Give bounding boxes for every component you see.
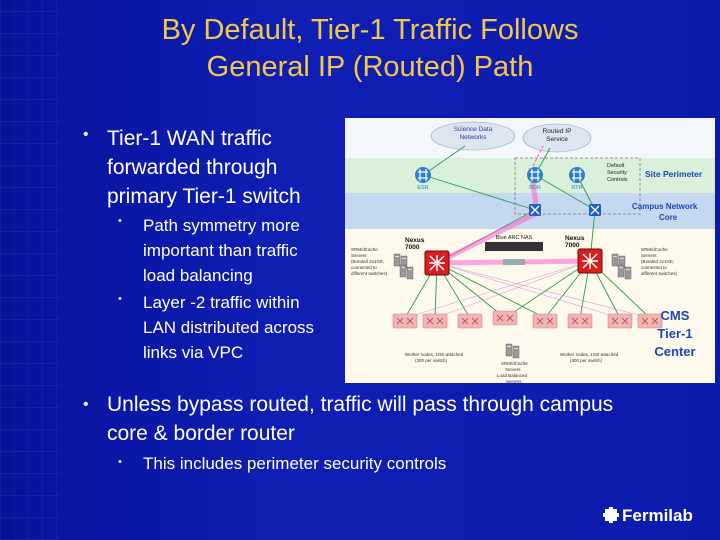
fermilab-logo-text: Fermilab bbox=[622, 506, 693, 525]
svg-text:Servers: Servers bbox=[641, 253, 657, 258]
security-box bbox=[514, 157, 641, 215]
svg-text:Networks: Networks bbox=[459, 134, 487, 141]
server-icon bbox=[505, 343, 513, 357]
sub-bullet-marker: • bbox=[118, 456, 122, 468]
server-icon bbox=[611, 253, 619, 267]
worker-switch-icon bbox=[492, 310, 518, 326]
svg-text:RTR: RTR bbox=[571, 185, 582, 191]
sub-bullet-1-line: important than traffic bbox=[143, 241, 298, 260]
bullet-marker: • bbox=[83, 126, 89, 143]
svg-text:(Bonded 2x1GE,: (Bonded 2x1GE, bbox=[351, 259, 384, 264]
background-texture bbox=[0, 0, 60, 540]
core-switch-icon bbox=[588, 203, 602, 217]
sub-bullet-1-line: load balancing bbox=[143, 266, 253, 285]
svg-text:Servers: Servers bbox=[351, 253, 367, 258]
sub-bullet-2-line: Layer -2 traffic within bbox=[143, 293, 300, 312]
title-line-1: By Default, Tier-1 Traffic Follows bbox=[161, 14, 579, 46]
link-tag-icon bbox=[503, 259, 525, 265]
svg-text:7000: 7000 bbox=[565, 242, 580, 249]
bullet-2-line: Unless bypass routed, traffic will pass … bbox=[107, 393, 614, 416]
nexus-switch-left-icon bbox=[424, 250, 450, 276]
sub-bullet-2: Layer -2 traffic within LAN distributed … bbox=[143, 290, 314, 365]
svg-text:Science Data: Science Data bbox=[454, 126, 493, 133]
svg-text:BDR: BDR bbox=[529, 185, 541, 191]
sub-bullet-2-line: links via VPC bbox=[143, 343, 244, 362]
sub-bullet-marker: • bbox=[118, 215, 122, 227]
svg-text:different switches): different switches) bbox=[641, 271, 678, 276]
sub-bullet-1-line: Path symmetry more bbox=[143, 216, 300, 235]
svg-text:(300 per switch): (300 per switch) bbox=[570, 358, 603, 363]
worker-switch-icon bbox=[607, 313, 633, 329]
svg-text:Controls: Controls bbox=[607, 177, 628, 183]
tier1-band bbox=[345, 229, 715, 383]
bullet-1-line: primary Tier-1 switch bbox=[107, 185, 301, 208]
network-diagram: Science Data Networks Routed IP Service … bbox=[345, 118, 715, 383]
worker-switch-icon bbox=[567, 313, 593, 329]
svg-text:Nexus: Nexus bbox=[565, 235, 585, 242]
svg-text:SRM/dCache: SRM/dCache bbox=[501, 361, 528, 366]
server-icon bbox=[399, 264, 407, 278]
server-icon bbox=[406, 266, 414, 280]
cms-label-line-3: Center bbox=[654, 344, 695, 359]
sub-bullet-marker: • bbox=[118, 293, 122, 305]
sub-bullet-1: Path symmetry more important than traffi… bbox=[143, 213, 300, 288]
fermilab-mark-icon bbox=[603, 507, 619, 523]
server-icon bbox=[617, 264, 625, 278]
cms-label-line-1: CMS bbox=[661, 308, 690, 323]
rtr-router-icon bbox=[568, 166, 586, 184]
svg-text:Default: Default bbox=[607, 163, 625, 169]
server-icon bbox=[512, 345, 520, 359]
svg-text:Site Perimeter: Site Perimeter bbox=[645, 169, 703, 179]
worker-switch-icon bbox=[422, 313, 448, 329]
fermilab-logo: Fermilab bbox=[602, 506, 693, 526]
sub-bullet-2-line: LAN distributed across bbox=[143, 318, 315, 337]
svg-text:connected to: connected to bbox=[351, 265, 377, 270]
bullet-2-line: core & border router bbox=[107, 422, 295, 445]
svg-text:ESR: ESR bbox=[417, 185, 428, 191]
worker-switch-icon bbox=[457, 313, 483, 329]
svg-text:SRM/dCache: SRM/dCache bbox=[351, 247, 378, 252]
svg-text:Blue ARC NAS: Blue ARC NAS bbox=[496, 235, 533, 241]
svg-text:different switches): different switches) bbox=[351, 271, 388, 276]
esr-router-icon bbox=[414, 166, 432, 184]
worker-links bbox=[404, 260, 651, 319]
slide-title: By Default, Tier-1 Traffic Follows Gener… bbox=[70, 12, 670, 86]
svg-text:Campus Network: Campus Network bbox=[632, 202, 698, 211]
title-line-2: General IP (Routed) Path bbox=[206, 51, 534, 83]
nexus-switch-right-icon bbox=[577, 248, 603, 274]
svg-text:(Bonded 2x1GE,: (Bonded 2x1GE, bbox=[641, 259, 674, 264]
svg-text:SRM/dCache: SRM/dCache bbox=[641, 247, 668, 252]
bullet-marker: • bbox=[83, 396, 89, 413]
bdr-router-icon bbox=[526, 166, 544, 184]
svg-text:Worker nodes, 1GE-attached: Worker nodes, 1GE-attached bbox=[405, 352, 464, 357]
sub-bullet-3: This includes perimeter security control… bbox=[143, 452, 446, 476]
svg-text:7000: 7000 bbox=[405, 244, 420, 251]
routed-ip-cloud: Routed IP Service bbox=[522, 123, 592, 153]
svg-text:Load Balanced: Load Balanced bbox=[497, 373, 528, 378]
bluearc-nas-icon bbox=[485, 242, 543, 251]
svg-text:Servers: Servers bbox=[505, 367, 521, 372]
core-switch-icon bbox=[528, 203, 542, 217]
bullet-2: Unless bypass routed, traffic will pass … bbox=[107, 390, 613, 448]
svg-text:Servers: Servers bbox=[506, 379, 522, 383]
svg-text:Security: Security bbox=[607, 170, 627, 176]
bullet-1: Tier-1 WAN traffic forwarded through pri… bbox=[107, 124, 301, 211]
bullet-1-line: Tier-1 WAN traffic bbox=[107, 127, 272, 150]
worker-switch-icon bbox=[392, 313, 418, 329]
svg-text:Core: Core bbox=[659, 213, 678, 222]
science-data-cloud: Science Data Networks bbox=[430, 121, 516, 151]
worker-switch-icon bbox=[532, 313, 558, 329]
bullet-1-line: forwarded through bbox=[107, 156, 278, 179]
server-icon bbox=[624, 266, 632, 280]
svg-text:connected to: connected to bbox=[641, 265, 667, 270]
svg-text:Nexus: Nexus bbox=[405, 237, 425, 244]
server-icon bbox=[393, 253, 401, 267]
svg-text:Routed IP: Routed IP bbox=[543, 128, 572, 135]
cms-label-line-2: Tier-1 bbox=[657, 326, 692, 341]
svg-text:(300 per switch): (300 per switch) bbox=[415, 358, 448, 363]
sub-bullet-3-line: This includes perimeter security control… bbox=[143, 454, 447, 473]
svg-text:Worker nodes, 1GE-attached: Worker nodes, 1GE-attached bbox=[560, 352, 619, 357]
svg-text:Service: Service bbox=[546, 136, 568, 143]
traffic-path-dashed bbox=[532, 145, 544, 167]
